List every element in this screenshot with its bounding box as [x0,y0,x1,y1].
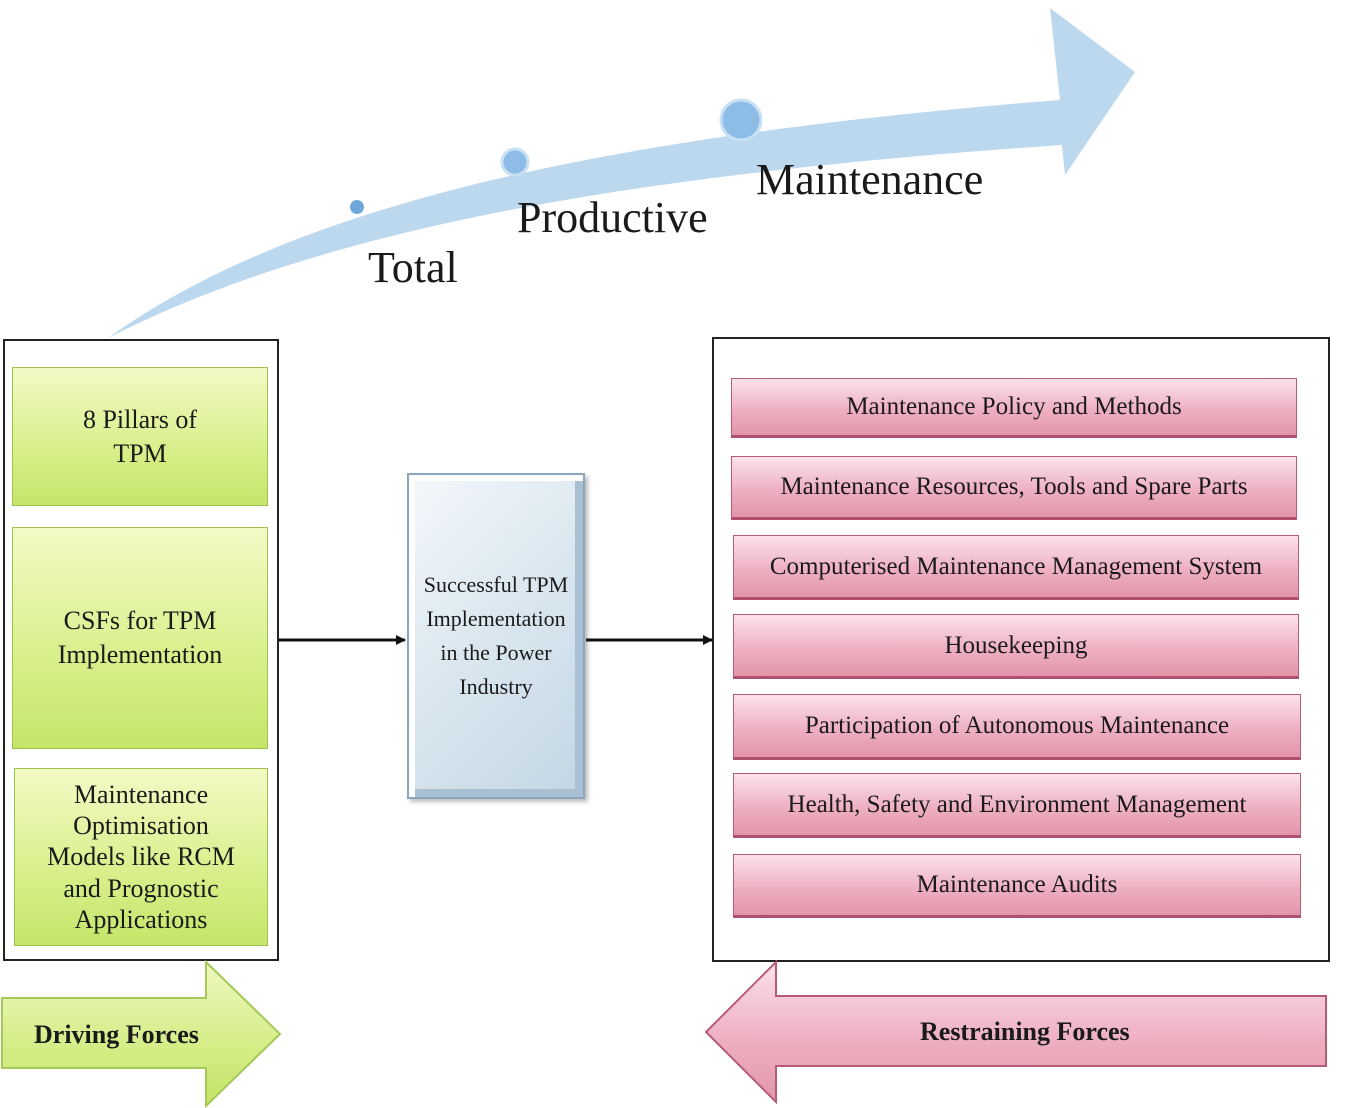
driving-force-csfs: CSFs for TPM Implementation [12,527,268,749]
arc-dot-medium [500,147,530,177]
driving-force-optimisation-label: Maintenance Optimisation Models like RCM… [47,780,235,934]
arc-dot-large [719,98,763,142]
restraining-force-6: Health, Safety and Environment Managemen… [733,773,1301,838]
driving-force-pillars: 8 Pillars of TPM [12,367,268,506]
driving-forces-arrow [1,960,282,1108]
driving-force-csfs-label: CSFs for TPM Implementation [57,606,223,669]
banner-word-productive: Productive [517,193,708,242]
restraining-force-6-label: Health, Safety and Environment Managemen… [787,790,1247,818]
restraining-force-2: Maintenance Resources, Tools and Spare P… [731,456,1297,520]
restraining-force-3: Computerised Maintenance Management Syst… [733,535,1299,600]
driving-force-pillars-label: 8 Pillars of TPM [82,404,198,468]
center-outcome-box: Successful TPM Implementation in the Pow… [407,473,585,799]
driving-force-optimisation: Maintenance Optimisation Models like RCM… [14,768,268,946]
restraining-forces-label: Restraining Forces [920,1017,1130,1046]
banner-word-maintenance: Maintenance [756,155,984,204]
restraining-force-4-label: Housekeeping [944,631,1088,659]
restraining-force-4: Housekeeping [733,614,1299,679]
restraining-force-3-label: Computerised Maintenance Management Syst… [769,552,1263,580]
center-outcome-label: Successful TPM Implementation in the Pow… [423,571,569,700]
restraining-force-5: Participation of Autonomous Maintenance [733,694,1301,760]
restraining-force-1: Maintenance Policy and Methods [731,378,1297,438]
restraining-forces-arrow [704,960,1327,1105]
driving-forces-label: Driving Forces [34,1020,199,1049]
arc-dot-small [350,200,364,214]
restraining-force-7: Maintenance Audits [733,854,1301,918]
restraining-force-7-label: Maintenance Audits [916,871,1118,898]
banner-word-total: Total [368,243,458,292]
restraining-force-2-label: Maintenance Resources, Tools and Spare P… [780,473,1248,500]
restraining-force-5-label: Participation of Autonomous Maintenance [804,712,1230,739]
tpm-arc-arrow [108,8,1135,338]
restraining-force-1-label: Maintenance Policy and Methods [846,393,1182,420]
